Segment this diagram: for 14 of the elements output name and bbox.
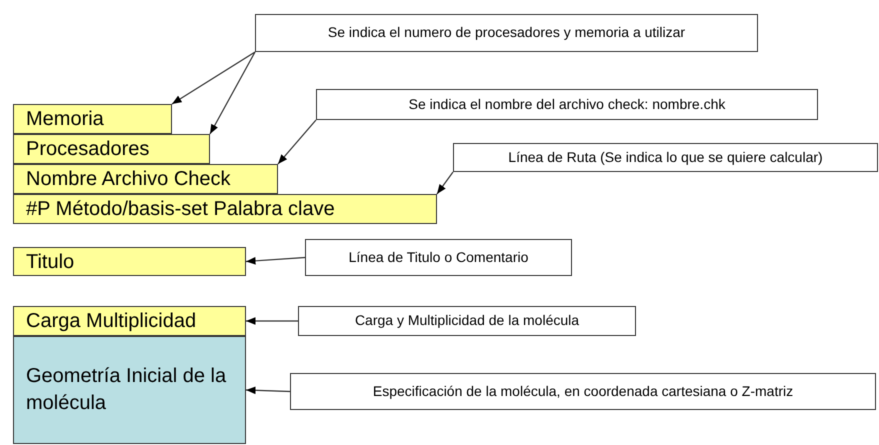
arrow [172, 52, 256, 104]
geometry-box: Geometría Inicial de la molécula [13, 336, 246, 444]
arrow [436, 172, 454, 194]
callout-box: Especificación de la molécula, en coordenada cartesiana o Z-matriz [290, 373, 876, 410]
arrow [278, 120, 316, 164]
callout-box: Se indica el numero de procesadores y memoria a utilizar [255, 14, 758, 52]
arrow [246, 386, 290, 394]
callout-box: Se indica el nombre del archivo check: nombre.chk [316, 89, 818, 120]
callout-box: Carga y Multiplicidad de la molécula [298, 306, 636, 336]
callout-box: Línea de Titulo o Comentario [305, 239, 572, 276]
callout-box: Línea de Ruta (Se indica lo que se quiere calcular) [453, 143, 878, 172]
arrow [246, 256, 306, 265]
arrow [246, 317, 298, 325]
arrow [209, 52, 256, 134]
